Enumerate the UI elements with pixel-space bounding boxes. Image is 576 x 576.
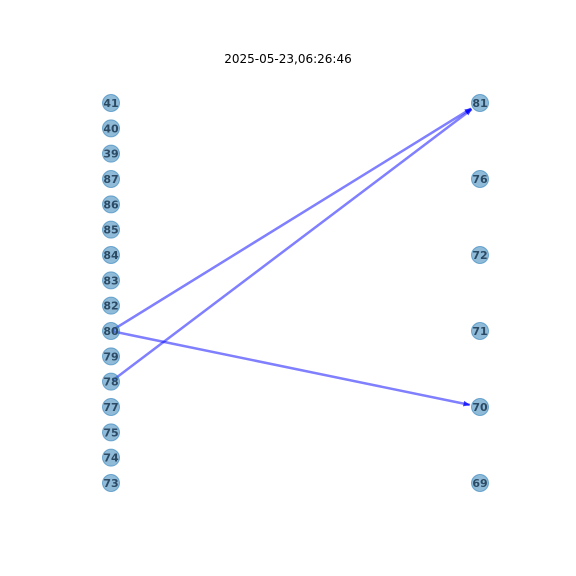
node-left-41: 41 [102,94,120,112]
node-circle [102,296,120,315]
edge-78-to-81 [111,108,473,382]
node-left-87: 87 [102,170,120,188]
node-left-39: 39 [102,144,120,163]
node-label: 84 [103,249,119,262]
node-label: 79 [103,350,118,363]
node-circle [102,347,120,366]
node-circle [102,271,120,290]
node-label: 39 [103,148,118,161]
node-left-73: 73 [102,474,120,492]
node-left-86: 86 [102,195,120,214]
node-left-40: 40 [102,119,120,138]
node-circle [102,195,120,214]
node-left-75: 75 [102,423,120,442]
node-label: 87 [103,173,118,186]
edge-80-to-81 [112,107,472,332]
node-label: 40 [103,122,119,135]
node-label: 83 [103,274,118,287]
node-left-77: 77 [102,398,120,416]
node-label: 78 [103,376,118,389]
node-label: 85 [103,224,118,237]
node-right-70: 70 [471,398,489,416]
node-left-79: 79 [102,347,120,366]
node-label: 71 [472,325,487,338]
node-left-85: 85 [102,220,120,239]
node-circle [471,170,489,188]
node-circle [471,246,489,264]
node-circle [102,119,120,138]
node-left-82: 82 [102,296,120,315]
node-label: 82 [103,300,118,313]
node-right-71: 71 [471,322,489,340]
node-left-84: 84 [102,246,120,264]
edges-layer [111,107,473,407]
node-circle [102,448,120,467]
node-label: 86 [103,198,119,211]
node-right-76: 76 [471,170,489,188]
node-circle [471,94,489,112]
node-right-81: 81 [471,94,489,112]
node-circle [102,398,120,416]
node-label: 72 [472,249,487,262]
node-right-72: 72 [471,246,489,264]
node-label: 74 [103,452,119,465]
node-circle [102,423,120,442]
node-label: 70 [472,401,488,414]
edge-80-to-70 [112,330,471,407]
node-label: 77 [103,401,118,414]
node-right-69: 69 [471,474,489,492]
node-label: 75 [103,426,118,439]
node-circle [102,170,120,188]
node-circle [471,398,489,416]
node-circle [102,322,120,340]
node-circle [102,220,120,239]
node-left-74: 74 [102,448,120,467]
node-label: 69 [472,477,487,490]
node-label: 41 [103,97,118,110]
node-circle [102,372,120,391]
node-circle [102,474,120,492]
node-circle [102,246,120,264]
nodes-layer: 41 40 39 87 86 85 84 83 82 80 79 78 77 75 74 73 81 76 72 71… [102,94,489,492]
node-label: 80 [103,325,119,338]
node-left-78: 78 [102,372,120,391]
node-label: 76 [472,173,488,186]
node-circle [102,144,120,163]
node-label: 81 [472,97,487,110]
node-left-80: 80 [102,322,120,340]
node-circle [471,322,489,340]
node-circle [471,474,489,492]
node-left-83: 83 [102,271,120,290]
node-label: 73 [103,477,118,490]
node-circle [102,94,120,112]
diagram-title: 2025-05-23,06:26:46 [224,52,352,66]
